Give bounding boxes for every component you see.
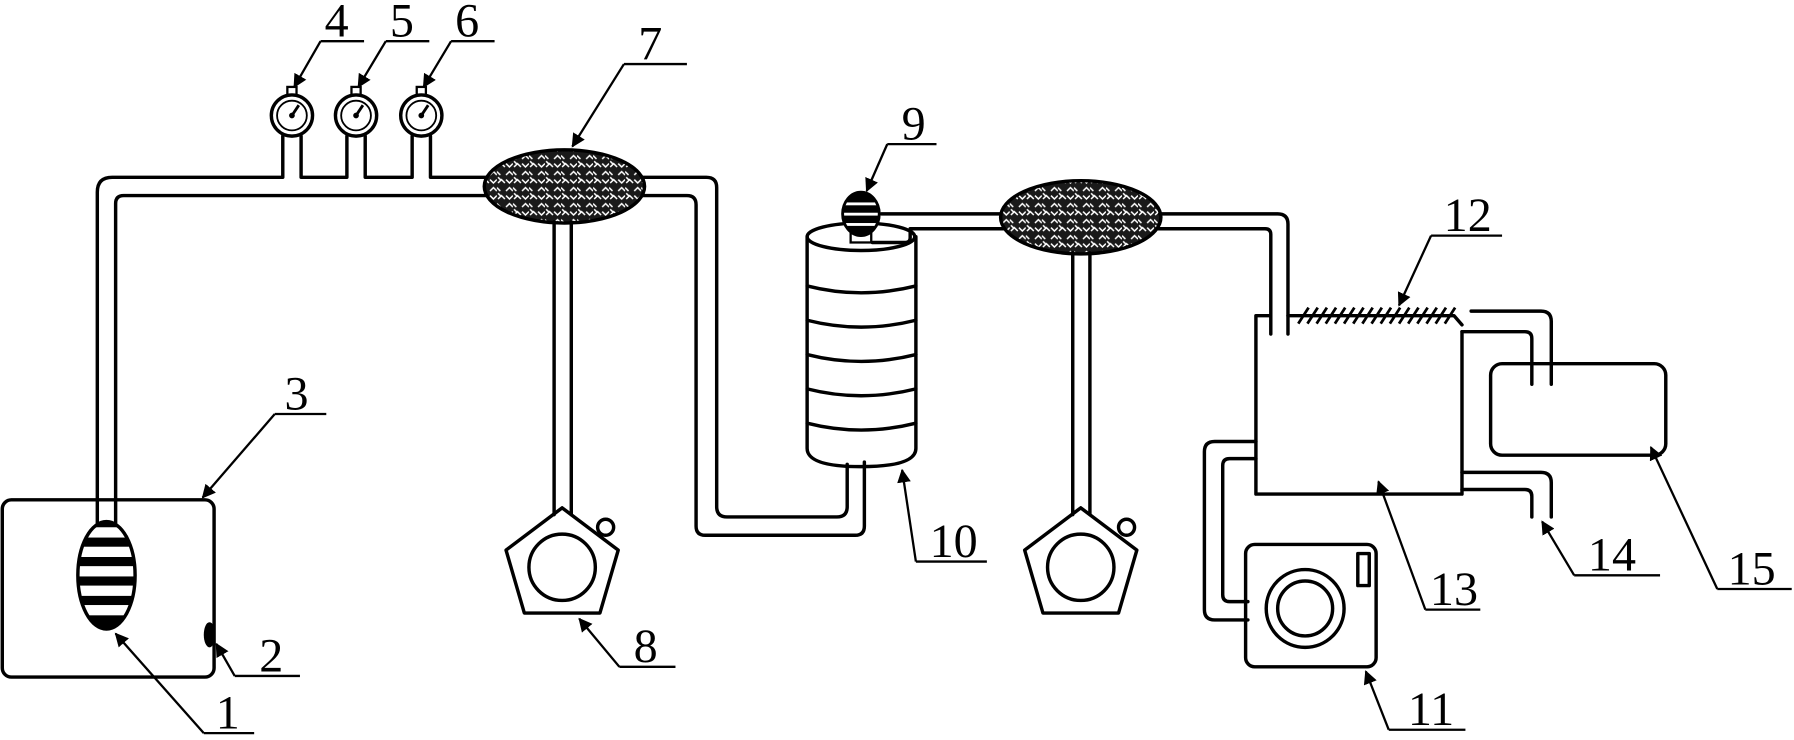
vertical-pipe-2: [1071, 251, 1092, 517]
callout-label-2: 2: [259, 629, 283, 682]
pentagon-component: [1022, 506, 1139, 615]
gauge-6: [398, 85, 444, 138]
gauge-5: [333, 85, 379, 138]
pipe-line-b: [640, 193, 867, 537]
pipe-line-h: [1460, 329, 1534, 387]
striped-cap-component-9: [841, 190, 881, 244]
pipe-line-e: [1158, 212, 1290, 336]
callout-label-6: 6: [455, 0, 479, 48]
leader-arrow-4: [293, 40, 322, 89]
leader-arrow-14: [1541, 520, 1576, 576]
pipe-line-j: [1220, 456, 1258, 604]
drum-unit-component-11: [1243, 542, 1378, 669]
pipe-inner-line: [113, 193, 490, 527]
leader-arrow-3: [201, 413, 276, 499]
outlet-pipe-14: [1460, 470, 1554, 519]
leader-arrow-1: [114, 632, 205, 734]
pipe-line-d: [870, 227, 1006, 245]
cylinder-component-10: [805, 221, 918, 469]
callout-label-14: 14: [1588, 529, 1636, 582]
callout-label-3: 3: [284, 367, 308, 420]
tank-box: [0, 498, 216, 679]
leader-arrow-12: [1397, 235, 1433, 307]
callout-label-4: 4: [325, 0, 349, 48]
leader-arrow-15: [1649, 445, 1719, 590]
leader-arrow-10: [897, 468, 918, 562]
striped-ellipse-component: [76, 519, 137, 631]
callout-label-8: 8: [634, 620, 658, 673]
woven-ellipse-component: [998, 178, 1163, 256]
woven-ellipse-component-7: [482, 148, 647, 225]
vertical-pipe: [552, 220, 574, 517]
box-component-13: [1254, 313, 1464, 496]
pipe-line-f: [1155, 227, 1273, 336]
pipe-line-a: [641, 175, 849, 519]
leader-arrow-7: [571, 63, 625, 148]
leader-arrow-8: [578, 617, 621, 668]
callout-label-12: 12: [1444, 189, 1492, 242]
gauge-4: [269, 85, 315, 138]
callout-label-7: 7: [638, 17, 662, 70]
leader-arrow-13: [1376, 480, 1427, 611]
box-component-15: [1488, 361, 1668, 457]
leader-lines: [114, 40, 1792, 735]
pipe-line-g: [1469, 309, 1554, 387]
leader-arrow-9: [865, 143, 889, 193]
callout-label-9: 9: [902, 98, 926, 151]
pipe-outer-line: [95, 134, 490, 527]
leader-arrow-6: [422, 40, 453, 89]
hatched-element-12: [1286, 306, 1464, 327]
callout-label-10: 10: [930, 515, 978, 568]
callout-label-11: 11: [1408, 683, 1454, 736]
pipe-line-i: [1202, 439, 1258, 622]
leader-arrow-2: [215, 642, 236, 677]
callout-label-1: 1: [216, 687, 240, 740]
callout-labels: 1 2 3 4 5 6 7 8 9 10 11 12 13 14 15: [216, 0, 1776, 740]
callout-label-13: 13: [1430, 563, 1478, 616]
pentagon-component-8: [504, 506, 620, 615]
callout-label-5: 5: [390, 0, 414, 48]
leader-arrow-5: [357, 40, 387, 89]
callout-label-15: 15: [1728, 542, 1776, 595]
leader-arrow-11: [1363, 670, 1390, 731]
small-oval-component: [203, 622, 216, 648]
